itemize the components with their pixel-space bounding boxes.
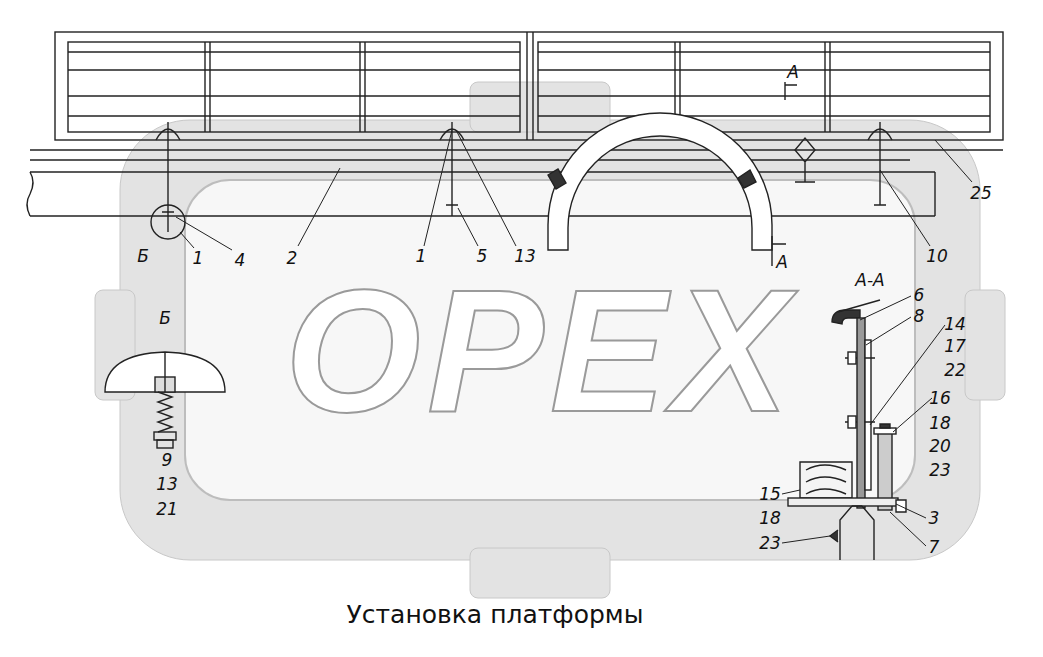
callout-number: 20 (929, 438, 951, 455)
callout-number: А-А (855, 272, 884, 289)
callout-number: 10 (926, 248, 948, 265)
callout-number: 3 (929, 510, 940, 527)
callout-number: 6 (914, 287, 925, 304)
callout-number: 15 (759, 486, 781, 503)
callout-number: 5 (477, 248, 488, 265)
callout-number: 22 (944, 362, 966, 379)
callout-number: 16 (929, 390, 951, 407)
detail-b (105, 352, 225, 448)
section-leaders (782, 296, 945, 546)
callout-number: 17 (944, 338, 966, 355)
callout-number: 23 (929, 462, 951, 479)
caption: Установка платформы (347, 600, 644, 629)
callout-number: 2 (287, 250, 298, 267)
callout-number: 21 (156, 501, 178, 518)
callout-number: 1 (416, 248, 427, 265)
callout-number: 4 (235, 252, 246, 269)
watermark: OPEX (285, 263, 795, 438)
callout-number: 13 (156, 476, 178, 493)
callout-number: Б (137, 248, 149, 265)
callout-number: 18 (929, 415, 951, 432)
callout-number: 1 (193, 250, 204, 267)
callout-number: 13 (514, 248, 536, 265)
callout-number: 18 (759, 510, 781, 527)
callout-number: 14 (944, 316, 966, 333)
callout-number: А (787, 64, 799, 81)
callout-number: 9 (162, 452, 173, 469)
platform-side (27, 32, 1003, 266)
callout-number: 7 (929, 539, 940, 556)
leader-lines (176, 130, 972, 250)
callout-number: А (776, 254, 788, 271)
callout-number: Б (159, 310, 171, 327)
section-a-a (788, 300, 906, 560)
callout-number: 23 (759, 535, 781, 552)
callout-number: 25 (970, 185, 992, 202)
callout-number: 8 (914, 308, 925, 325)
